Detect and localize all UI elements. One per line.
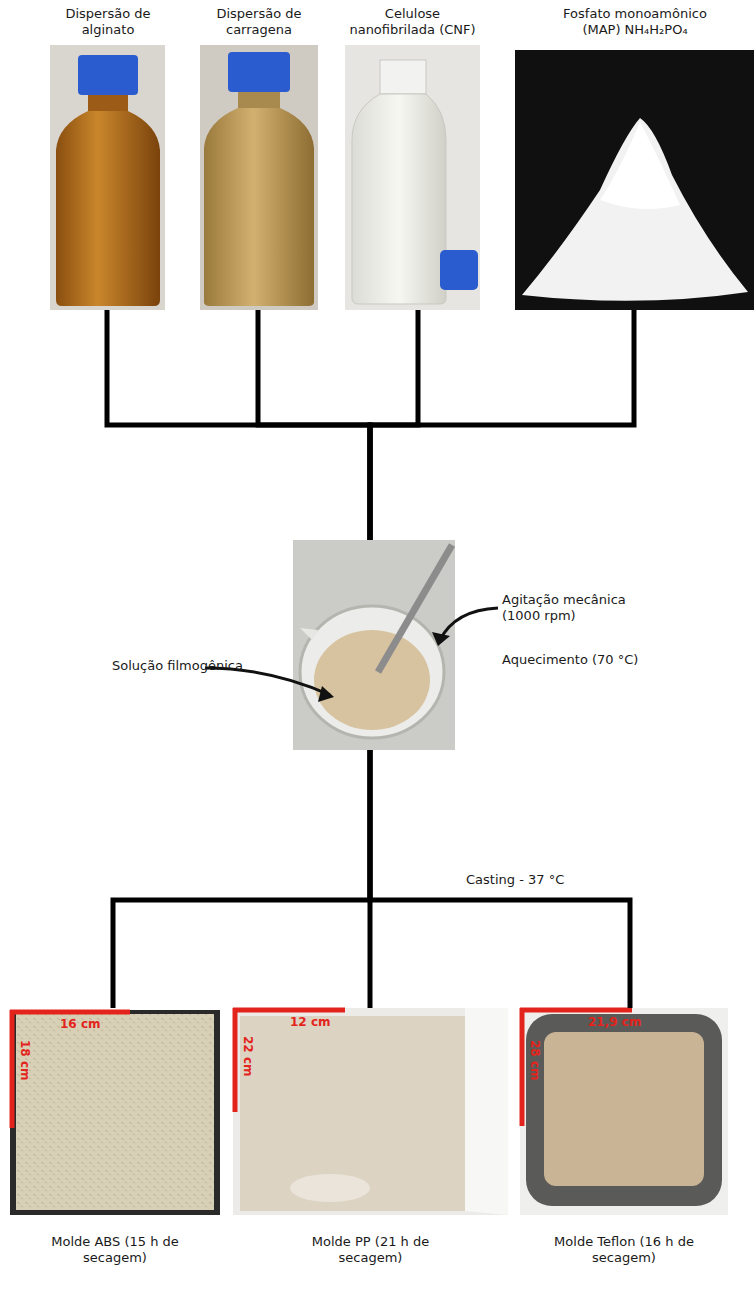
dimension-label: 16 cm bbox=[60, 1017, 101, 1031]
mold-caption: Molde ABS (15 h de secagem) bbox=[25, 1234, 205, 1266]
dimension-label: 18 cm bbox=[18, 1040, 32, 1081]
mold-photo: Molde Teflon (16 h de secagem) bbox=[520, 1008, 728, 1293]
callout-text: Agitação mecânica (1000 rpm) bbox=[502, 592, 652, 624]
alginate-bottle bbox=[50, 45, 165, 310]
arrow-head bbox=[318, 686, 334, 702]
dimension-label: 28 cm bbox=[528, 1040, 542, 1081]
mixing-photo: Solução filmogênica Agitação mecânica (10… bbox=[110, 540, 660, 750]
film-forming-beaker bbox=[293, 540, 455, 750]
connector-line bbox=[113, 750, 370, 1008]
material-caption: Dispersão de alginato bbox=[52, 6, 164, 38]
mold-photo: Molde PP (21 h de secagem) bbox=[233, 1008, 508, 1293]
callout-text: Solução filmogênica bbox=[112, 658, 262, 674]
material-caption: Celulose nanofibrilada (CNF) bbox=[345, 6, 480, 38]
material-photo: Dispersão de alginato bbox=[40, 4, 175, 310]
material-caption: Dispersão de carragena bbox=[200, 6, 318, 38]
arrow-head bbox=[432, 632, 450, 646]
mold-photo: Molde ABS (15 h de secagem) bbox=[10, 1008, 220, 1293]
material-photo: Dispersão de carragena bbox=[190, 4, 328, 310]
connector-line bbox=[370, 310, 634, 540]
mold-caption: Molde Teflon (16 h de secagem) bbox=[524, 1234, 724, 1266]
cnf-bottle bbox=[345, 45, 480, 310]
connector-line bbox=[258, 310, 370, 540]
pp-mold bbox=[233, 1008, 508, 1215]
material-photo: Celulose nanofibrilada (CNF) bbox=[340, 4, 485, 310]
dimension-label: 21,9 cm bbox=[588, 1015, 641, 1029]
dimension-label: 22 cm bbox=[241, 1036, 255, 1077]
dimension-label: 12 cm bbox=[290, 1015, 331, 1029]
mold-caption: Molde PP (21 h de secagem) bbox=[278, 1234, 463, 1266]
carrageenan-bottle bbox=[200, 45, 318, 310]
map-powder bbox=[515, 50, 754, 310]
callout-text: Aquecimento (70 °C) bbox=[502, 652, 660, 668]
material-photo: Fosfato monoamônico (MAP) NH₄H₂PO₄ bbox=[515, 4, 754, 310]
process-condition: Casting - 37 °C bbox=[466, 872, 564, 888]
connector-line bbox=[107, 310, 370, 540]
abs-mold bbox=[10, 1010, 220, 1215]
connector-line bbox=[370, 750, 630, 1008]
material-caption: Fosfato monoamônico (MAP) NH₄H₂PO₄ bbox=[550, 6, 720, 38]
leader-arrow bbox=[440, 608, 498, 640]
teflon-mold bbox=[520, 1008, 728, 1215]
